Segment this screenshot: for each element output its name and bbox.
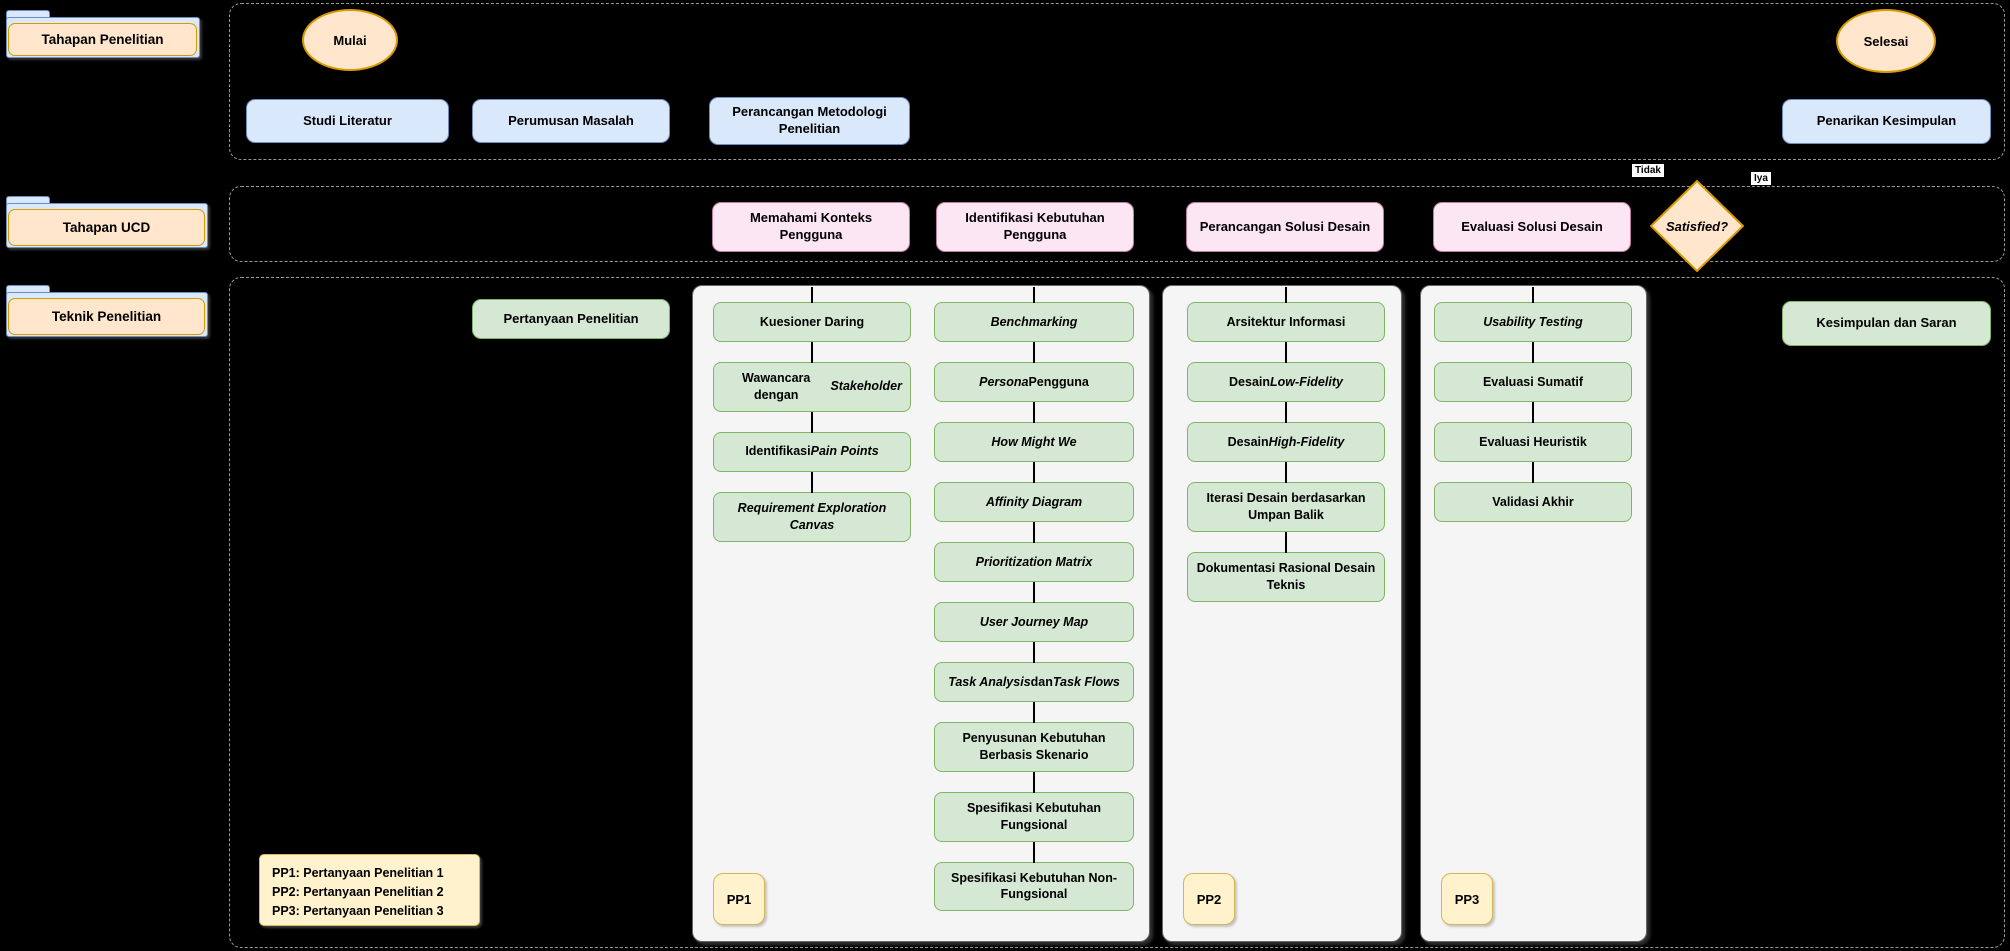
folder-label: Tahapan Penelitian	[8, 23, 197, 56]
technique-node: Usability Testing	[1434, 287, 1632, 342]
technique-node: Validasi Akhir	[1434, 462, 1632, 522]
end-node: Selesai	[1836, 9, 1936, 73]
node-pertanyaan-penelitian: Pertanyaan Penelitian	[472, 299, 670, 339]
technique-node: Dokumentasi Rasional Desain Teknis	[1187, 531, 1385, 602]
node-penarikan-kesimpulan: Penarikan Kesimpulan	[1782, 99, 1991, 144]
diamond-shape	[1650, 180, 1744, 272]
node-memahami-konteks: Memahami Konteks Pengguna	[712, 202, 910, 252]
badge-pp2: PP2	[1183, 873, 1235, 925]
technique-node: Desain High-Fidelity	[1187, 402, 1385, 462]
decision-satisfied: Satisfied?	[1650, 180, 1744, 272]
group-tahapan-penelitian	[229, 3, 2005, 160]
node-evaluasi-solusi: Evaluasi Solusi Desain	[1433, 202, 1631, 252]
technique-node: Arsitektur Informasi	[1187, 287, 1385, 342]
badge-pp1: PP1	[713, 873, 765, 925]
edge-label-yes: Iya	[1751, 172, 1771, 185]
technique-node: Iterasi Desain berdasarkan Umpan Balik	[1187, 462, 1385, 532]
technique-node: Kuesioner Daring	[713, 287, 911, 342]
technique-node: Benchmarking	[934, 287, 1134, 342]
edge-label-no: Tidak	[1632, 164, 1664, 177]
technique-node: Spesifikasi Kebutuhan Fungsional	[934, 771, 1134, 842]
technique-node: Identifikasi Pain Points	[713, 411, 911, 472]
node-perumusan-masalah: Perumusan Masalah	[472, 99, 670, 143]
technique-node: Affinity Diagram	[934, 462, 1134, 522]
technique-node: Penyusunan Kebutuhan Berbasis Skenario	[934, 702, 1134, 772]
technique-node: Prioritization Matrix	[934, 522, 1134, 582]
technique-node: Evaluasi Sumatif	[1434, 342, 1632, 402]
node-perancangan-solusi: Perancangan Solusi Desain	[1186, 202, 1384, 252]
technique-node: Task Analysis dan Task Flows	[934, 642, 1134, 702]
pp-legend: PP1: Pertanyaan Penelitian 1 PP2: Pertan…	[259, 854, 480, 926]
node-kesimpulan-saran: Kesimpulan dan Saran	[1782, 301, 1991, 346]
technique-node: How Might We	[934, 402, 1134, 462]
legend-line: PP2: Pertanyaan Penelitian 2	[272, 884, 444, 899]
group-tahapan-ucd	[229, 186, 2005, 262]
technique-node: Persona Pengguna	[934, 342, 1134, 402]
technique-node: Desain Low-Fidelity	[1187, 342, 1385, 402]
group-teknik-penelitian	[229, 277, 2005, 948]
folder-tahapan-penelitian: Tahapan Penelitian	[6, 10, 200, 58]
decision-label: Satisfied?	[1665, 218, 1729, 234]
folder-teknik-penelitian: Teknik Penelitian	[6, 285, 208, 337]
folder-tahapan-ucd: Tahapan UCD	[6, 196, 208, 248]
start-node: Mulai	[302, 9, 398, 71]
technique-node: Requirement Exploration Canvas	[713, 471, 911, 542]
folder-label: Teknik Penelitian	[8, 298, 205, 335]
legend-line: PP3: Pertanyaan Penelitian 3	[272, 903, 444, 918]
folder-label: Tahapan UCD	[8, 209, 205, 246]
technique-node: Spesifikasi Kebutuhan Non-Fungsional	[934, 841, 1134, 912]
node-studi-literatur: Studi Literatur	[246, 99, 449, 143]
badge-pp3: PP3	[1441, 873, 1493, 925]
technique-node: User Journey Map	[934, 582, 1134, 642]
technique-node: Evaluasi Heuristik	[1434, 402, 1632, 462]
technique-node: Wawancara dengan Stakeholder	[713, 342, 911, 412]
node-identifikasi-kebutuhan: Identifikasi Kebutuhan Pengguna	[936, 202, 1134, 252]
node-perancangan-metodologi: Perancangan Metodologi Penelitian	[709, 97, 910, 145]
legend-line: PP1: Pertanyaan Penelitian 1	[272, 866, 444, 880]
